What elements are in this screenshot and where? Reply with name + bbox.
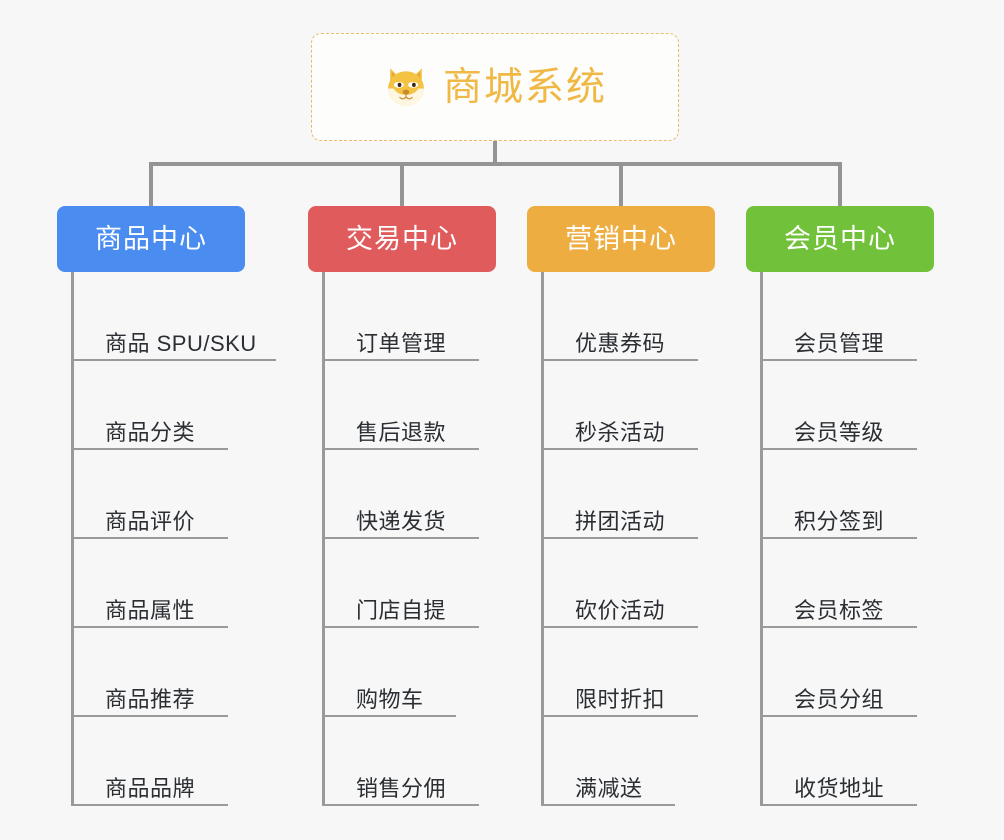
leaf-item[interactable]: 积分签到: [760, 450, 917, 539]
category-label: 会员中心: [784, 223, 896, 254]
category-label: 商品中心: [95, 223, 207, 254]
connector-drop-2: [400, 162, 404, 207]
leaf-item[interactable]: 商品 SPU/SKU: [71, 272, 276, 361]
leaf-item[interactable]: 商品推荐: [71, 628, 228, 717]
leaf-item-label: 商品 SPU/SKU: [105, 330, 257, 356]
leaf-item-label: 限时折扣: [575, 686, 666, 712]
leaf-item[interactable]: 会员等级: [760, 361, 917, 450]
leaf-item[interactable]: 购物车: [322, 628, 456, 717]
connector-drop-4: [838, 162, 842, 207]
category-box-2[interactable]: 交易中心: [308, 206, 496, 272]
leaf-item[interactable]: 商品评价: [71, 450, 228, 539]
leaf-item-label: 会员等级: [794, 419, 885, 445]
leaf-item-label: 会员分组: [794, 686, 885, 712]
leaf-item-label: 会员管理: [794, 330, 885, 356]
leaf-item[interactable]: 商品品牌: [71, 717, 228, 806]
leaf-trunk-line: [760, 272, 763, 806]
leaf-item-label: 订单管理: [356, 330, 447, 356]
leaf-item-label: 快递发货: [356, 508, 447, 534]
leaf-item-label: 积分签到: [794, 508, 885, 534]
leaf-trunk-line: [71, 272, 74, 806]
leaf-item[interactable]: 商品分类: [71, 361, 228, 450]
leaf-item-label: 销售分佣: [356, 775, 447, 801]
leaf-trunk-line: [541, 272, 544, 806]
root-connector-stem: [493, 141, 497, 166]
leaf-item[interactable]: 会员分组: [760, 628, 917, 717]
leaf-item-label: 商品品牌: [105, 775, 196, 801]
leaf-item-label: 购物车: [356, 686, 424, 712]
leaf-item-label: 优惠券码: [575, 330, 666, 356]
leaf-item-label: 拼团活动: [575, 508, 666, 534]
leaf-item[interactable]: 砍价活动: [541, 539, 698, 628]
category-box-3[interactable]: 营销中心: [527, 206, 715, 272]
leaf-item-label: 商品推荐: [105, 686, 196, 712]
leaf-item-label: 会员标签: [794, 597, 885, 623]
leaf-item[interactable]: 秒杀活动: [541, 361, 698, 450]
leaf-item[interactable]: 门店自提: [322, 539, 479, 628]
leaf-item[interactable]: 快递发货: [322, 450, 479, 539]
leaf-item[interactable]: 售后退款: [322, 361, 479, 450]
shiba-dog-icon: [388, 68, 424, 106]
leaf-item-label: 满减送: [575, 775, 643, 801]
category-box-4[interactable]: 会员中心: [746, 206, 934, 272]
leaf-item-label: 售后退款: [356, 419, 447, 445]
leaf-item-label: 砍价活动: [575, 597, 666, 623]
connector-drop-3: [619, 162, 623, 207]
leaf-item-label: 商品评价: [105, 508, 196, 534]
root-node[interactable]: 商城系统: [311, 33, 679, 141]
leaf-trunk-line: [322, 272, 325, 806]
category-label: 交易中心: [346, 223, 458, 254]
leaf-item[interactable]: 收货地址: [760, 717, 917, 806]
leaf-item[interactable]: 满减送: [541, 717, 675, 806]
leaf-item[interactable]: 销售分佣: [322, 717, 479, 806]
category-label: 营销中心: [565, 223, 677, 254]
leaf-item[interactable]: 会员管理: [760, 272, 917, 361]
leaf-item[interactable]: 拼团活动: [541, 450, 698, 539]
category-box-1[interactable]: 商品中心: [57, 206, 245, 272]
leaf-item-label: 收货地址: [794, 775, 885, 801]
leaf-item-label: 秒杀活动: [575, 419, 666, 445]
leaf-item[interactable]: 订单管理: [322, 272, 479, 361]
leaf-item[interactable]: 限时折扣: [541, 628, 698, 717]
root-title: 商城系统: [442, 65, 607, 109]
connector-bus: [149, 162, 841, 166]
connector-drop-1: [149, 162, 153, 207]
leaf-item[interactable]: 商品属性: [71, 539, 228, 628]
leaf-item-label: 商品属性: [105, 597, 196, 623]
leaf-item[interactable]: 会员标签: [760, 539, 917, 628]
leaf-item-label: 门店自提: [356, 597, 447, 623]
leaf-item-label: 商品分类: [105, 419, 196, 445]
leaf-item[interactable]: 优惠券码: [541, 272, 698, 361]
